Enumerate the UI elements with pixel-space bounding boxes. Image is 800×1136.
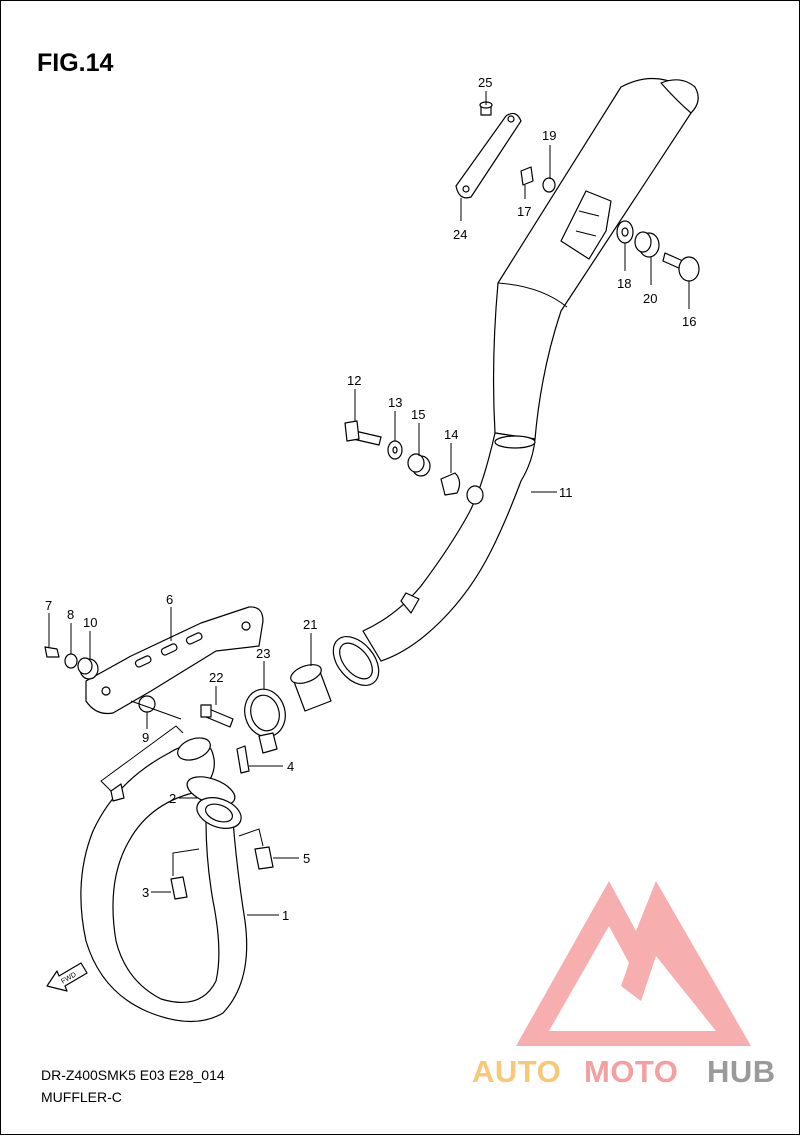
part-18-washer <box>616 220 634 244</box>
part-19-washer <box>542 177 556 193</box>
callout-20: 20 <box>643 291 657 306</box>
watermark-text-moto: MOTO <box>584 1054 679 1089</box>
callout-7: 7 <box>45 598 52 613</box>
callout-25: 25 <box>478 75 492 90</box>
part-5-nut <box>254 846 274 870</box>
part-17-nut <box>520 166 534 186</box>
part-15-collar <box>407 453 431 477</box>
part-7-bolt <box>44 646 60 658</box>
callout-1: 1 <box>282 908 289 923</box>
watermark-logo-icon <box>516 881 751 1046</box>
part-23-clamp <box>244 688 286 754</box>
part-20-collar <box>634 231 660 258</box>
callout-2: 2 <box>169 791 176 806</box>
muffler-bracket <box>85 606 264 715</box>
callout-10: 10 <box>83 615 97 630</box>
fwd-arrow-icon: FWD <box>46 962 88 992</box>
callout-9: 9 <box>142 730 149 745</box>
callout-22: 22 <box>209 670 223 685</box>
callout-3: 3 <box>142 885 149 900</box>
callout-4: 4 <box>287 759 294 774</box>
part-14-cap <box>440 472 461 496</box>
part-4-stud <box>236 745 250 774</box>
muffler-body <box>332 77 699 686</box>
callout-21: 21 <box>303 617 317 632</box>
callout-labels: 1 2 3 4 5 6 7 8 9 10 11 12 13 14 15 16 1… <box>45 75 696 923</box>
callout-14: 14 <box>444 427 458 442</box>
part-3-bolt <box>170 876 188 900</box>
callout-19: 19 <box>542 128 556 143</box>
callout-15: 15 <box>411 407 425 422</box>
leader-lines <box>48 91 690 916</box>
part-9-grommet <box>138 695 156 713</box>
part-21-gasket <box>290 664 332 712</box>
part-10-collar <box>77 657 99 680</box>
muffler-brace <box>455 112 522 199</box>
callout-16: 16 <box>682 314 696 329</box>
part-16-bolt <box>662 252 700 282</box>
part-22-bolt <box>200 704 234 728</box>
figure-title: FIG.14 <box>37 49 114 77</box>
callout-8: 8 <box>67 607 74 622</box>
model-code: DR-Z400SMK5 E03 E28_014 <box>41 1067 225 1083</box>
callout-17: 17 <box>517 204 531 219</box>
figure-name: MUFFLER-C <box>41 1089 122 1105</box>
watermark-text-auto: AUTO <box>472 1054 562 1089</box>
watermark-text-hub: HUB <box>707 1054 776 1089</box>
part-12-bolt <box>344 420 382 446</box>
callout-11: 11 <box>559 485 573 500</box>
callout-6: 6 <box>166 592 173 607</box>
callout-12: 12 <box>347 373 361 388</box>
callout-5: 5 <box>303 851 310 866</box>
part-13-washer <box>387 440 403 460</box>
callout-18: 18 <box>617 276 631 291</box>
callout-23: 23 <box>256 646 270 661</box>
callout-13: 13 <box>388 395 402 410</box>
part-8-washer <box>64 653 78 669</box>
callout-24: 24 <box>453 227 467 242</box>
exhaust-pipe <box>80 725 248 1023</box>
